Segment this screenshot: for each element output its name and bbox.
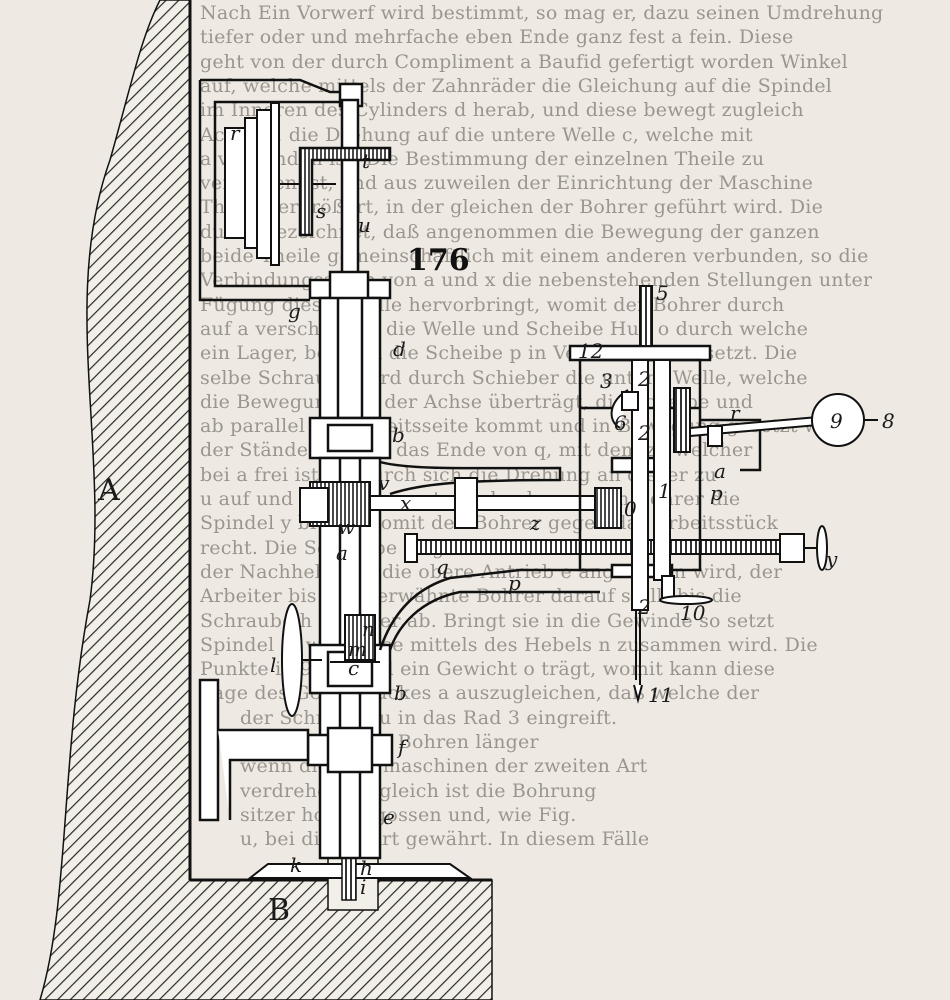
weight-arm — [689, 393, 878, 447]
svg-text:12: 12 — [578, 339, 603, 363]
wall-bracket-f — [198, 678, 310, 822]
svg-text:p: p — [508, 571, 521, 595]
background-text-line: beide Theile gemeinschaftlich mit einem … — [200, 245, 869, 267]
svg-text:n: n — [362, 617, 375, 641]
svg-text:v: v — [378, 471, 390, 495]
svg-text:h: h — [360, 856, 373, 880]
stepped-pulley-r — [224, 102, 336, 266]
svg-text:r: r — [730, 401, 741, 425]
svg-text:q: q — [436, 555, 449, 579]
arm-a — [378, 460, 600, 651]
svg-text:t: t — [362, 149, 371, 173]
svg-text:p: p — [710, 481, 723, 505]
wall-A — [39, 0, 493, 1000]
feed-rack — [404, 525, 828, 571]
svg-text:g: g — [288, 299, 301, 323]
svg-text:b: b — [392, 423, 405, 447]
svg-text:r: r — [230, 121, 241, 145]
background-text-line: Nach Ein Vorwerf wird bestimmt, so mag e… — [200, 2, 884, 24]
svg-text:x: x — [400, 491, 411, 515]
svg-text:a: a — [336, 541, 348, 565]
svg-text:A: A — [97, 473, 120, 508]
svg-text:2: 2 — [637, 421, 651, 445]
svg-text:1: 1 — [658, 479, 671, 503]
svg-text:10: 10 — [680, 601, 706, 625]
figure-number: 176 — [407, 243, 470, 278]
horizontal-shaft-x — [299, 477, 622, 529]
svg-text:k: k — [290, 853, 302, 877]
background-text-line: geht von der durch Compliment a Baufid g… — [200, 50, 848, 73]
svg-text:0: 0 — [624, 497, 637, 521]
svg-text:u: u — [358, 213, 371, 237]
svg-text:d: d — [393, 337, 406, 361]
background-text-line: Achse e, die Drehung auf die untere Well… — [200, 123, 753, 146]
background-text-line: tiefer oder und mehrfache eben Ende ganz… — [200, 26, 794, 49]
svg-text:9: 9 — [830, 409, 843, 433]
svg-text:3: 3 — [600, 369, 613, 393]
svg-text:c: c — [348, 656, 359, 680]
hand-wheel-l — [281, 603, 380, 717]
svg-text:2: 2 — [637, 595, 651, 619]
lever-10 — [659, 575, 713, 605]
svg-text:i: i — [360, 875, 366, 899]
svg-text:y: y — [825, 547, 838, 571]
svg-text:z: z — [529, 511, 541, 535]
svg-text:11: 11 — [648, 683, 673, 707]
svg-text:s: s — [316, 199, 326, 223]
svg-text:5: 5 — [656, 281, 669, 305]
base-plate-k — [247, 863, 474, 879]
svg-text:6: 6 — [614, 411, 627, 435]
svg-text:e: e — [383, 805, 395, 829]
svg-text:B: B — [268, 893, 290, 928]
svg-text:f: f — [396, 735, 409, 759]
svg-text:2: 2 — [637, 367, 651, 391]
svg-text:8: 8 — [882, 409, 895, 433]
svg-text:w: w — [338, 515, 355, 539]
svg-text:l: l — [270, 653, 276, 677]
svg-text:b: b — [394, 681, 407, 705]
drill-spindle — [610, 285, 691, 704]
svg-text:m: m — [348, 637, 367, 661]
svg-text:a: a — [714, 459, 726, 483]
